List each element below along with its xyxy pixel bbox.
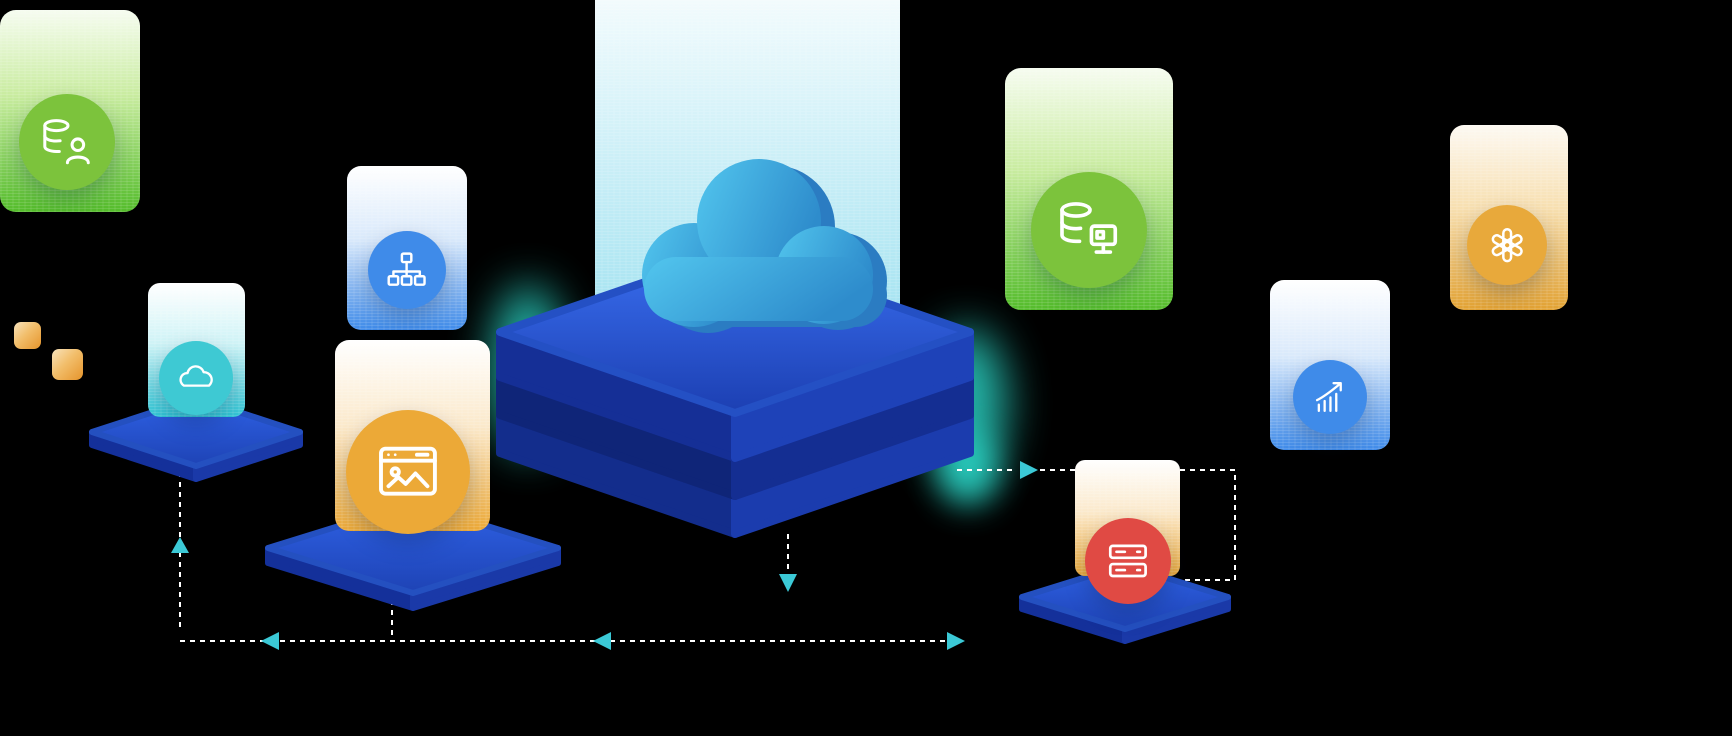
platform-cloud-service: [89, 395, 303, 482]
flow-arrows: [171, 461, 1038, 650]
chart-growth-icon: [1293, 360, 1367, 434]
floating-cube: [14, 322, 41, 349]
database-monitor-icon: [1031, 172, 1147, 288]
cloud-front: [642, 159, 873, 327]
arrow-down-icon: [779, 574, 797, 592]
openai-logo-icon: [1467, 205, 1547, 285]
platform-stack: [496, 247, 974, 538]
server-icon: [1085, 518, 1171, 604]
database-user-icon: [19, 94, 115, 190]
arrow-right-icon: [947, 632, 965, 650]
cloud-icon-main: [642, 159, 887, 333]
arrow-left-icon: [261, 632, 279, 650]
cloud-icon: [159, 341, 233, 415]
arrow-left-icon: [593, 632, 611, 650]
arrow-up-icon: [171, 537, 189, 553]
node-panel: [1450, 125, 1568, 310]
floating-cube: [52, 349, 83, 380]
arrow-right-icon: [1020, 461, 1038, 479]
browser-image-icon: [346, 410, 470, 534]
sitemap-icon: [368, 231, 446, 309]
